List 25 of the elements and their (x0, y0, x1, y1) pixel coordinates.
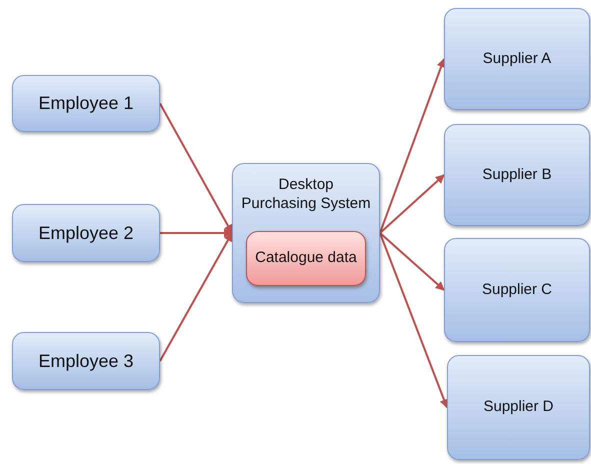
node-label: Supplier B (482, 166, 552, 184)
process-box (444, 124, 590, 226)
node-label: Catalogue data (255, 249, 357, 268)
node-label: Supplier C (482, 280, 552, 300)
process-box (444, 8, 590, 110)
node-label: Employee 2 (38, 222, 134, 244)
process-box (232, 163, 380, 303)
arrow (379, 232, 445, 291)
arrow (159, 103, 233, 234)
node-label: Supplier A (482, 50, 552, 68)
data-box (246, 231, 366, 286)
node-label: Desktop Purchasing System (240, 176, 372, 214)
node-label: Employee 3 (38, 350, 134, 372)
process-box (12, 332, 160, 390)
arrow (160, 228, 233, 238)
node-label: Supplier D (483, 398, 554, 417)
process-box (447, 355, 590, 460)
arrow (379, 58, 446, 234)
arrow (379, 232, 448, 408)
arrow (379, 174, 445, 234)
node-label: Employee 1 (38, 92, 134, 115)
process-box (444, 238, 590, 342)
arrow (159, 232, 233, 362)
process-box (12, 204, 160, 262)
process-box (12, 75, 160, 132)
